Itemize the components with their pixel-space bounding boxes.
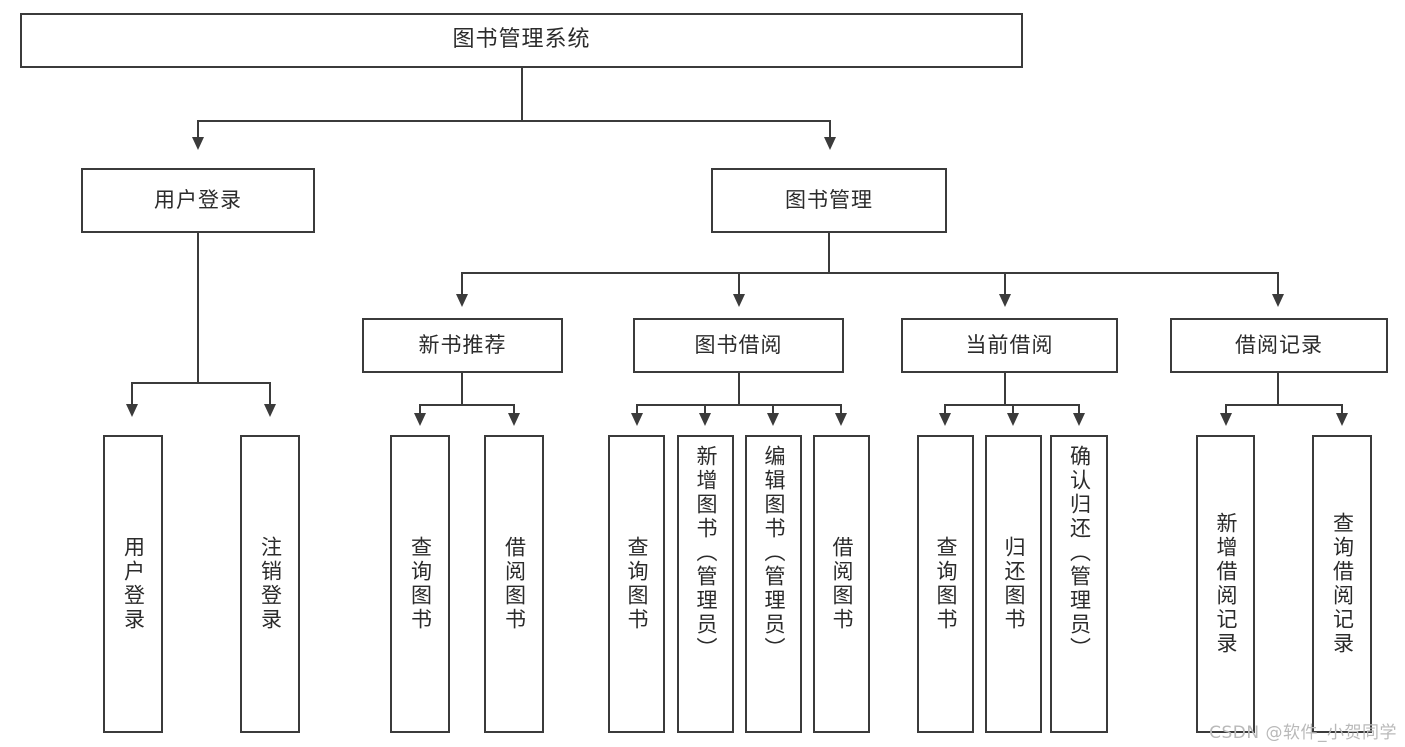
node-label: 确认归还（管理员） — [1067, 445, 1092, 661]
node-label: 当前借阅 — [965, 332, 1054, 357]
arrowhead-cb-leaf-1 — [939, 413, 951, 426]
connector-cb-to-leaf-1 — [944, 404, 946, 414]
arrowhead-borrow-record — [1272, 294, 1284, 307]
node-label: 图书借阅 — [694, 332, 783, 357]
leaf-book-borrow-edit-book-admin[interactable]: 编辑图书（管理员） — [745, 435, 802, 733]
watermark-text: CSDN @软件_小贺同学 — [1209, 723, 1397, 743]
connector-bm-to-new-book — [461, 272, 463, 295]
arrowhead-bb-leaf-1 — [631, 413, 643, 426]
arrowhead-user-login — [192, 137, 204, 150]
connector-borrow-record-stem — [1277, 373, 1279, 405]
node-label: 编辑图书（管理员） — [762, 445, 786, 661]
connector-root-bus — [197, 120, 831, 122]
leaf-new-book-query-book[interactable]: 查询图书 — [390, 435, 450, 733]
arrowhead-cb-leaf-3 — [1073, 413, 1085, 426]
leaf-user-login-logout[interactable]: 注销登录 — [240, 435, 300, 733]
connector-new-book-stem — [461, 373, 463, 405]
node-new-book-recommend[interactable]: 新书推荐 — [362, 318, 563, 373]
arrowhead-new-book-leaf-1 — [414, 413, 426, 426]
node-label: 查询图书 — [408, 536, 433, 632]
connector-user-login-bus — [131, 382, 270, 384]
connector-borrow-record-bus — [1225, 404, 1343, 406]
arrowhead-user-login-leaf-2 — [264, 404, 276, 417]
leaf-borrow-record-add-record[interactable]: 新增借阅记录 — [1196, 435, 1255, 733]
connector-bb-to-leaf-2 — [704, 404, 706, 414]
node-current-borrow[interactable]: 当前借阅 — [901, 318, 1118, 373]
connector-new-book-bus — [419, 404, 514, 406]
node-label: 新增图书（管理员） — [694, 445, 718, 661]
connector-book-management-stem — [828, 233, 830, 273]
connector-current-borrow-stem — [1004, 373, 1006, 405]
arrowhead-br-leaf-2 — [1336, 413, 1348, 426]
node-label: 注销登录 — [258, 536, 283, 632]
connector-root-to-user-login — [197, 120, 199, 138]
connector-br-to-leaf-1 — [1225, 404, 1227, 414]
connector-bm-to-borrow-record — [1277, 272, 1279, 295]
node-label: 新增借阅记录 — [1214, 512, 1238, 656]
arrowhead-user-login-leaf-1 — [126, 404, 138, 417]
leaf-borrow-record-query-record[interactable]: 查询借阅记录 — [1312, 435, 1372, 733]
node-book-borrow[interactable]: 图书借阅 — [633, 318, 844, 373]
arrowhead-bb-leaf-4 — [835, 413, 847, 426]
arrowhead-book-borrow — [733, 294, 745, 307]
node-label: 查询借阅记录 — [1330, 512, 1355, 656]
connector-bm-to-book-borrow — [738, 272, 740, 295]
arrowhead-book-management — [824, 137, 836, 150]
arrowhead-current-borrow — [999, 294, 1011, 307]
connector-bb-to-leaf-1 — [636, 404, 638, 414]
leaf-user-login-login[interactable]: 用户登录 — [103, 435, 163, 733]
node-root-book-management-system[interactable]: 图书管理系统 — [20, 13, 1023, 68]
connector-book-borrow-stem — [738, 373, 740, 405]
node-label: 新书推荐 — [418, 332, 507, 357]
arrowhead-cb-leaf-2 — [1007, 413, 1019, 426]
connector-new-book-to-leaf-2 — [513, 404, 515, 414]
connector-book-management-bus — [461, 272, 1279, 274]
leaf-current-borrow-return-book[interactable]: 归还图书 — [985, 435, 1042, 733]
leaf-book-borrow-query-book[interactable]: 查询图书 — [608, 435, 665, 733]
arrowhead-br-leaf-1 — [1220, 413, 1232, 426]
connector-current-borrow-bus — [944, 404, 1079, 406]
connector-bb-to-leaf-4 — [840, 404, 842, 414]
connector-cb-to-leaf-3 — [1078, 404, 1080, 414]
node-borrow-record[interactable]: 借阅记录 — [1170, 318, 1388, 373]
leaf-book-borrow-add-book-admin[interactable]: 新增图书（管理员） — [677, 435, 734, 733]
connector-br-to-leaf-2 — [1341, 404, 1343, 414]
connector-root-stem — [521, 68, 523, 121]
arrowhead-bb-leaf-2 — [699, 413, 711, 426]
connector-user-login-to-leaf-2 — [269, 382, 271, 405]
node-label: 查询图书 — [625, 536, 649, 632]
node-label: 借阅图书 — [502, 536, 527, 632]
leaf-current-borrow-confirm-return-admin[interactable]: 确认归还（管理员） — [1050, 435, 1108, 733]
node-label: 归还图书 — [1002, 536, 1026, 632]
arrowhead-new-book-recommend — [456, 294, 468, 307]
connector-user-login-stem — [197, 233, 199, 383]
node-label: 查询图书 — [934, 536, 958, 632]
connector-user-login-to-leaf-1 — [131, 382, 133, 405]
connector-bb-to-leaf-3 — [772, 404, 774, 414]
node-label: 图书管理 — [785, 187, 873, 212]
node-book-management[interactable]: 图书管理 — [711, 168, 947, 233]
leaf-book-borrow-borrow-book[interactable]: 借阅图书 — [813, 435, 870, 733]
node-label: 用户登录 — [121, 536, 146, 632]
node-user-login[interactable]: 用户登录 — [81, 168, 315, 233]
connector-book-borrow-bus — [636, 404, 841, 406]
leaf-current-borrow-query-book[interactable]: 查询图书 — [917, 435, 974, 733]
connector-new-book-to-leaf-1 — [419, 404, 421, 414]
node-label: 用户登录 — [154, 187, 242, 212]
arrowhead-new-book-leaf-2 — [508, 413, 520, 426]
node-label: 图书管理系统 — [452, 27, 591, 53]
arrowhead-bb-leaf-3 — [767, 413, 779, 426]
node-label: 借阅记录 — [1235, 332, 1323, 357]
leaf-new-book-borrow-book[interactable]: 借阅图书 — [484, 435, 544, 733]
connector-root-to-book-management — [829, 120, 831, 138]
connector-bm-to-current-borrow — [1004, 272, 1006, 295]
connector-cb-to-leaf-2 — [1012, 404, 1014, 414]
node-label: 借阅图书 — [830, 536, 854, 632]
